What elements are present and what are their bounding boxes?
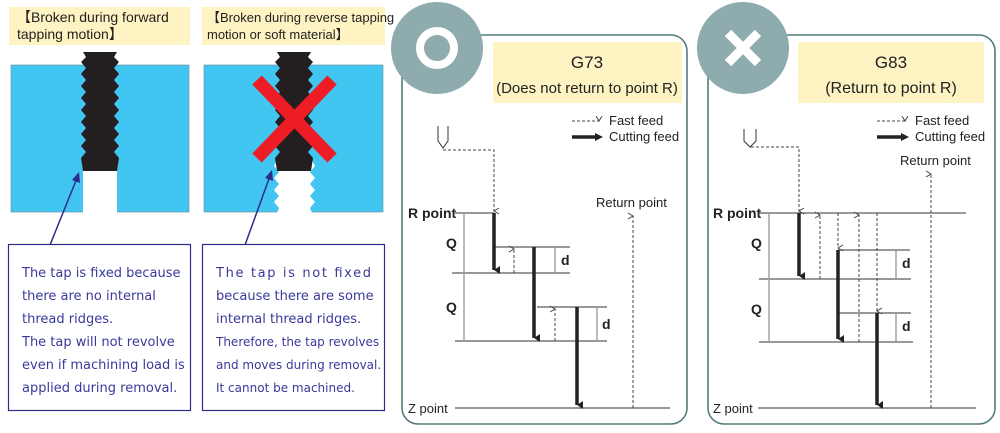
pointer-arrow <box>49 177 78 246</box>
explanation-line: internal thread ridges. <box>216 312 361 327</box>
pointer-arrow <box>244 175 271 246</box>
reverse-heading-line1: 【Broken during reverse tapping <box>207 10 394 25</box>
cross-ng-icon <box>724 29 762 67</box>
q-label: Q <box>751 235 762 251</box>
forward-heading-box <box>9 7 190 45</box>
explanation-line: even if machining load is <box>22 358 185 373</box>
arrow-head-icon <box>901 133 909 141</box>
d-label: d <box>902 255 911 271</box>
g83-subtitle: (Return to point R) <box>825 80 957 97</box>
explanation-line: there are no internal <box>22 289 156 304</box>
approach-path <box>443 149 500 215</box>
g83-panel-border <box>707 34 996 425</box>
z-point-label: Z point <box>713 401 753 416</box>
g83-panel: G83 (Return to point R) Fast feed Cuttin… <box>697 2 996 425</box>
explanation-line: applied during removal. <box>22 381 177 396</box>
g73-panel: G73 (Does not return to point R) Fast fe… <box>391 2 688 425</box>
arrow-head-icon <box>265 170 273 181</box>
explanation-line: The tap is not fixed <box>215 266 371 281</box>
r-point-label: R point <box>713 205 762 221</box>
ok-badge <box>391 2 483 94</box>
explanation-line: and moves during removal. <box>216 358 381 372</box>
explanation-line: Therefore, the tap revolves <box>215 335 379 349</box>
reverse-explanation-box <box>201 243 386 412</box>
approach-path <box>751 146 805 215</box>
g73-subtitle: (Does not return to point R) <box>496 80 678 97</box>
red-x-mark-icon <box>252 75 337 163</box>
forward-tapping-section: 【Broken during forward tapping motion】 T… <box>7 7 192 412</box>
g83-title-box <box>798 42 984 103</box>
reverse-heading-line2: motion or soft material】 <box>207 27 349 42</box>
forward-explanation-text: The tap is fixed because there are no in… <box>21 266 185 396</box>
forward-heading-line2: tapping motion】 <box>17 26 123 42</box>
g83-legend: Fast feed Cutting feed <box>877 113 985 144</box>
q-label: Q <box>446 235 457 251</box>
drill-tool-icon <box>437 126 449 149</box>
cutting-feed-label: Cutting feed <box>609 129 679 144</box>
reverse-tapping-section: 【Broken during reverse tapping motion or… <box>201 7 394 412</box>
d-label: d <box>561 252 570 268</box>
fast-feed-label: Fast feed <box>915 113 969 128</box>
circle-ok-icon <box>416 27 458 69</box>
cutting-feed-label: Cutting feed <box>915 129 985 144</box>
return-point-label: Return point <box>900 153 971 168</box>
reverse-heading-box <box>202 7 385 45</box>
return-point-label: Return point <box>596 195 667 210</box>
forward-heading-line1: 【Broken during forward <box>17 9 169 25</box>
broken-tap <box>81 52 119 171</box>
g83-title: G83 <box>875 53 907 72</box>
g73-legend: Fast feed Cutting feed <box>572 113 679 144</box>
explanation-line: It cannot be machined. <box>216 381 355 395</box>
arrow-head-icon <box>595 133 603 141</box>
q-label: Q <box>446 299 457 315</box>
forward-explanation-box <box>7 243 192 412</box>
q-label: Q <box>751 301 762 317</box>
reverse-explanation-text: The tap is not fixed because there are s… <box>215 266 381 395</box>
r-point-label: R point <box>408 205 457 221</box>
arrow-head-icon <box>72 172 80 183</box>
drill-tool-icon <box>743 129 757 148</box>
fast-feed-label: Fast feed <box>609 113 663 128</box>
g73-title-box <box>493 42 682 103</box>
g73-title: G73 <box>571 53 603 72</box>
explanation-line: The tap will not revolve <box>21 335 175 350</box>
explanation-line: because there are some <box>216 289 374 304</box>
z-point-label: Z point <box>408 401 448 416</box>
d-label: d <box>902 318 911 334</box>
threaded-hole <box>274 160 315 213</box>
g73-panel-border <box>401 34 688 425</box>
explanation-line: The tap is fixed because <box>21 266 181 281</box>
drilled-hole <box>83 171 117 213</box>
explanation-line: thread ridges. <box>22 312 113 327</box>
d-label: d <box>602 316 611 332</box>
